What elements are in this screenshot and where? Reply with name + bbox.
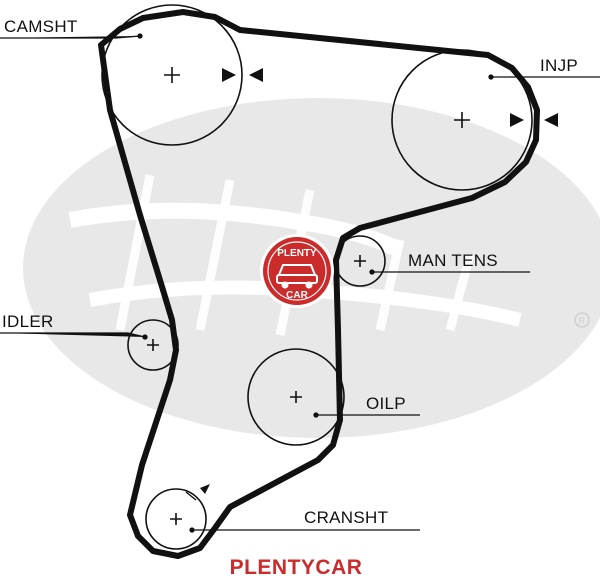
manual-tensioner-pulley <box>334 235 386 287</box>
leader-lines <box>0 33 600 533</box>
oil-pump-pulley <box>247 348 345 446</box>
badge-top-text: PLENTY <box>277 248 317 259</box>
svg-text:R: R <box>579 316 586 326</box>
plentycar-badge-logo: PLENTY CAR <box>260 234 334 308</box>
oilp-label: OILP <box>366 394 406 413</box>
badge-bottom-text: CAR <box>286 290 308 301</box>
injp-timing-mark-icon <box>510 113 558 127</box>
camshaft-pulley <box>101 4 243 146</box>
man-tens-label: MAN TENS <box>408 251 498 270</box>
idler-label: IDLER <box>2 312 54 331</box>
crankshaft-timing-mark-icon <box>200 484 210 494</box>
car-icon <box>276 264 318 289</box>
crankshaft-pulley <box>145 488 207 550</box>
injection-pump-pulley <box>391 49 533 191</box>
cranshaft-label: CRANSHT <box>304 508 388 527</box>
injp-label: INJP <box>540 56 578 75</box>
brand-caption: PLENTYCAR <box>230 556 363 579</box>
camshaft-label: CAMSHT <box>4 17 78 36</box>
pulley-centers <box>147 67 470 525</box>
idler-pulley <box>127 319 179 371</box>
timing-marks <box>200 68 558 494</box>
camshaft-timing-mark-icon <box>222 68 263 82</box>
